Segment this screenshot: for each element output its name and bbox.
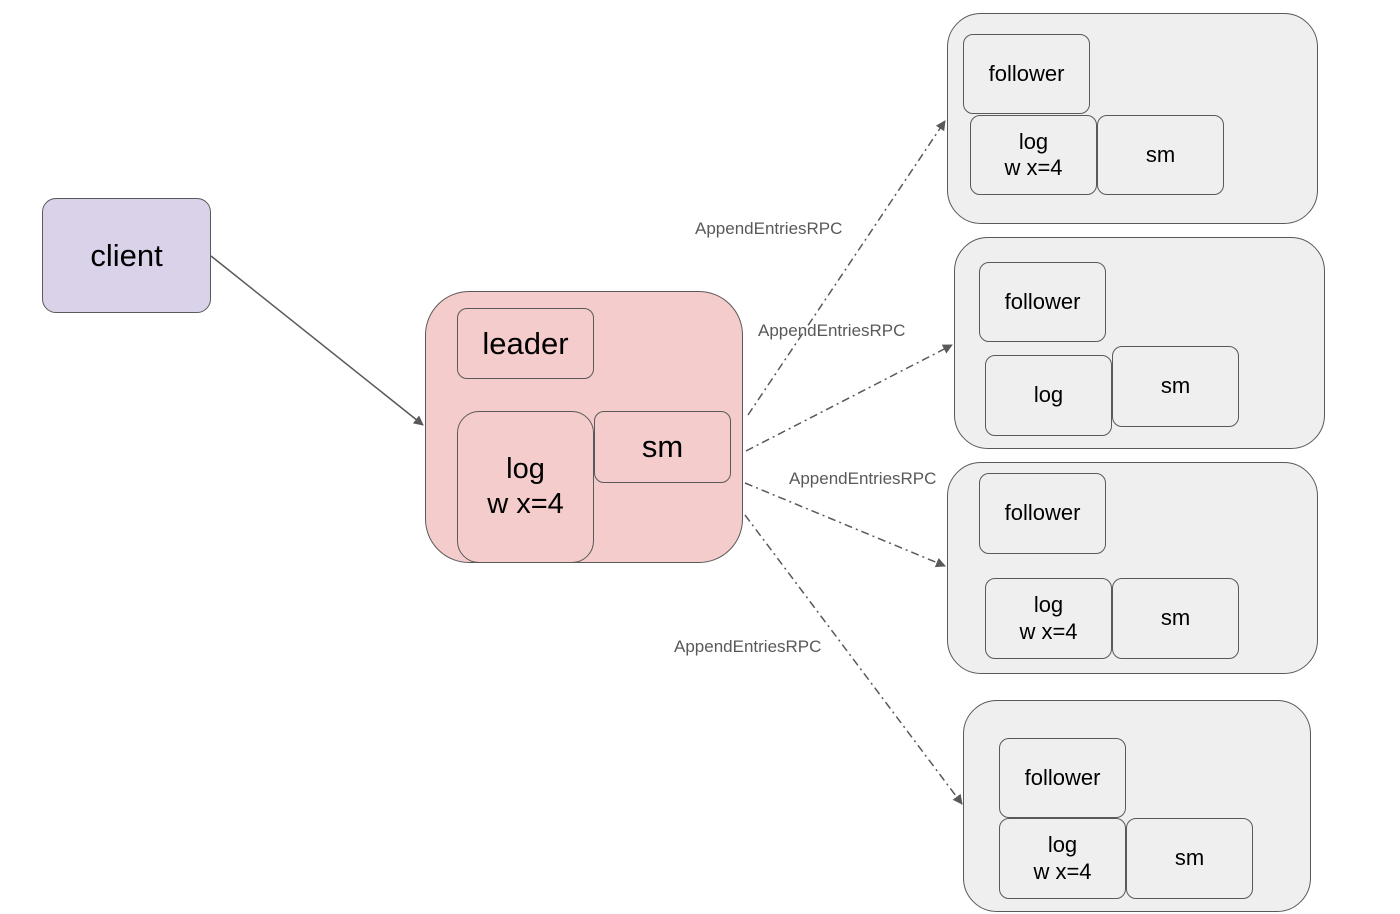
leader-log-box: log w x=4: [457, 411, 594, 563]
follower-1-sm-box: sm: [1097, 115, 1224, 195]
follower-3-role-box: follower: [979, 473, 1106, 554]
follower-2-log-box: log: [985, 355, 1112, 436]
rpc-arrow-follower-3: [744, 482, 946, 568]
rpc-label-2: AppendEntriesRPC: [758, 321, 906, 340]
follower-2-sm-box: sm: [1112, 346, 1239, 427]
leader-sm-box: sm: [594, 411, 731, 483]
rpc-arrow-follower-4: [744, 514, 963, 805]
rpc-arrow-follower-2: [745, 344, 953, 452]
leader-role-box: leader: [457, 308, 594, 379]
rpc-label-1: AppendEntriesRPC: [695, 219, 843, 238]
follower-1-log-box: log w x=4: [970, 115, 1097, 195]
follower-4-log-box: log w x=4: [999, 818, 1126, 899]
follower-4-role-box: follower: [999, 738, 1126, 818]
follower-3-log-box: log w x=4: [985, 578, 1112, 659]
rpc-label-3: AppendEntriesRPC: [789, 469, 937, 488]
client-to-leader-arrow: [210, 255, 424, 426]
rpc-arrow-follower-1: [747, 120, 946, 416]
follower-2-role-box: follower: [979, 262, 1106, 342]
rpc-label-4: AppendEntriesRPC: [674, 637, 822, 656]
follower-3-sm-box: sm: [1112, 578, 1239, 659]
follower-4-sm-box: sm: [1126, 818, 1253, 899]
client-node: client: [42, 198, 211, 313]
follower-1-role-box: follower: [963, 34, 1090, 114]
